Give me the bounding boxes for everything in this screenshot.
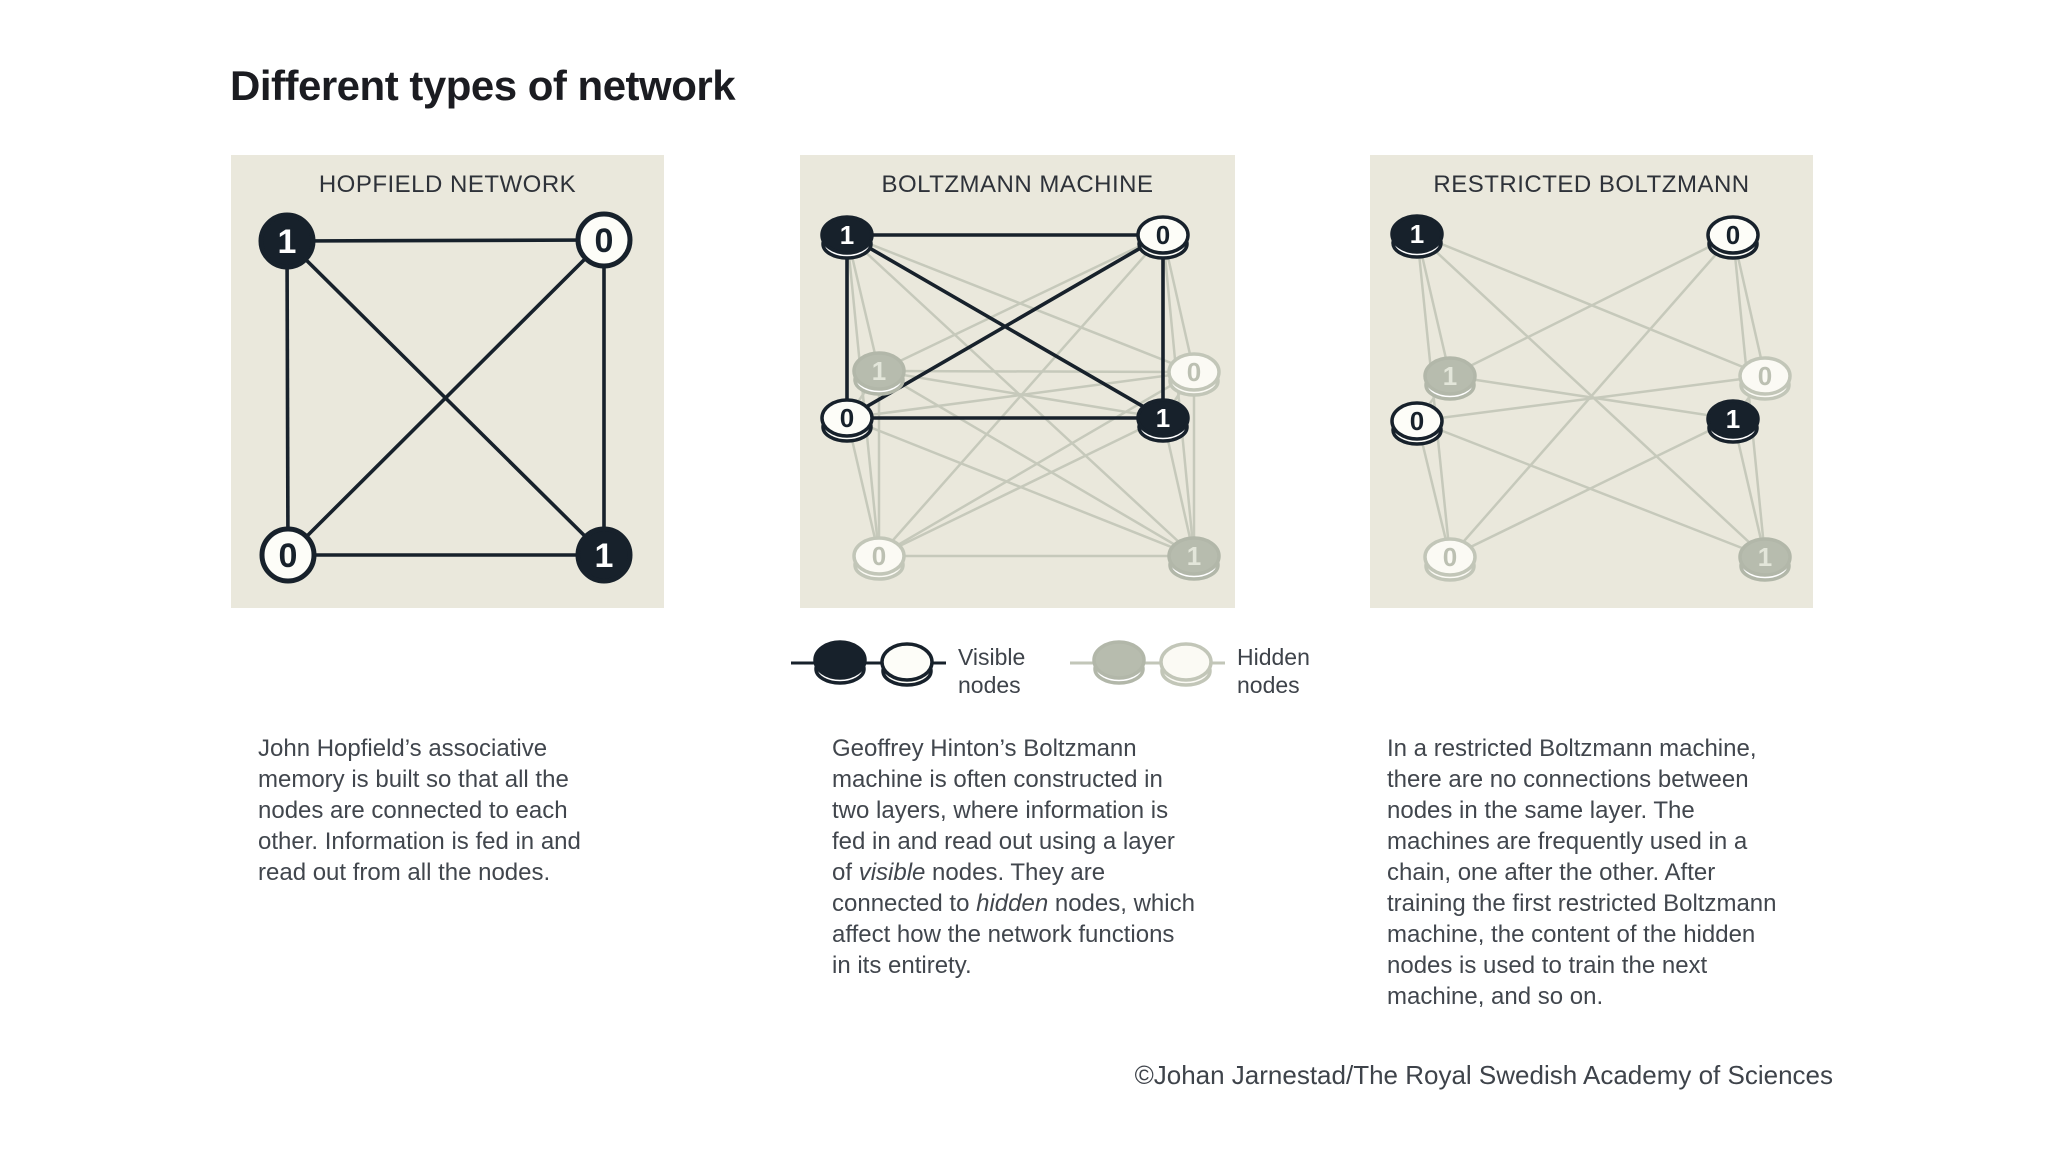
legend-label-visible: Visible nodes [958, 644, 1026, 698]
network-node-BL-visible-off: 0 [259, 526, 317, 584]
page-title: Different types of network [230, 62, 736, 109]
svg-text:0: 0 [1758, 361, 1772, 391]
hidden-nodes-icon [1070, 640, 1225, 687]
svg-text:1: 1 [1156, 403, 1170, 433]
network-edge-IR-BL [878, 370, 1195, 558]
network-edge-MR-BL [878, 416, 1164, 558]
svg-text:0: 0 [1187, 357, 1201, 387]
legend-coin-visible-off [880, 642, 934, 687]
panel-hopfield-title: HOPFIELD NETWORK [318, 171, 577, 198]
network-node-BL-hidden-off: 0 [1423, 537, 1477, 582]
legend-coin-visible-on [813, 640, 867, 685]
network-node-ML-visible-off: 0 [1390, 401, 1444, 446]
network-node-IR-hidden-off: 0 [1167, 352, 1221, 397]
panel-hopfield-network: HOPFIELD NETWORK 1 0 0 1 [231, 155, 664, 608]
svg-text:0: 0 [1410, 406, 1424, 436]
panel-boltzmann-title: BOLTZMANN MACHINE [881, 171, 1154, 198]
legend-coin-hidden-off [1159, 642, 1213, 687]
restricted-description: In a restricted Boltzmann machine,there … [1387, 735, 1777, 1010]
svg-text:1: 1 [1410, 219, 1424, 249]
svg-text:0: 0 [872, 541, 886, 571]
network-node-MR-visible-on: 1 [1136, 398, 1190, 443]
copyright-credit: ©Johan Jarnestad/The Royal Swedish Acade… [1134, 1060, 1833, 1090]
network-node-TR-visible-off: 0 [575, 211, 633, 269]
legend-item-visible-nodes: Visible nodes [791, 627, 1062, 701]
svg-text:0: 0 [1726, 220, 1740, 250]
network-node-ML-visible-off: 0 [820, 398, 874, 443]
network-node-IL-hidden-on: 1 [1423, 356, 1477, 401]
network-node-TL-visible-on: 1 [258, 212, 316, 270]
legend-label-hidden: Hidden nodes [1237, 644, 1310, 698]
svg-text:0: 0 [595, 222, 614, 260]
network-node-BR-hidden-on: 1 [1738, 537, 1792, 582]
svg-text:1: 1 [1726, 404, 1740, 434]
network-edge-TL-TR [286, 238, 605, 243]
network-node-MR-visible-on: 1 [1706, 399, 1760, 444]
svg-text:1: 1 [1187, 541, 1201, 571]
network-edge-MR-IL [1449, 374, 1734, 421]
network-edge-TR-BL [286, 238, 606, 557]
network-node-TL-visible-on: 1 [820, 215, 874, 260]
network-node-BR-visible-on: 1 [575, 526, 633, 584]
svg-text:0: 0 [279, 537, 298, 575]
network-edge-MR-IL [878, 369, 1164, 420]
svg-text:0: 0 [1156, 220, 1170, 250]
legend-item-hidden-nodes: Hidden nodes [1070, 627, 1341, 701]
hopfield-network-diagram: 1 0 0 1 [258, 211, 633, 584]
visible-nodes-icon [791, 640, 946, 687]
svg-text:1: 1 [595, 537, 614, 575]
panel-restricted-title: RESTRICTED BOLTZMANN [1433, 171, 1750, 198]
network-node-TR-visible-off: 0 [1706, 215, 1760, 260]
network-node-IR-hidden-off: 0 [1738, 356, 1792, 401]
svg-text:1: 1 [1443, 361, 1457, 391]
network-node-IL-hidden-on: 1 [852, 351, 906, 396]
svg-text:0: 0 [840, 403, 854, 433]
network-edge-IL-IR [878, 369, 1195, 374]
svg-text:1: 1 [872, 356, 886, 386]
network-edge-TR-IL [878, 233, 1164, 373]
network-node-TL-visible-on: 1 [1390, 214, 1444, 259]
svg-text:1: 1 [840, 220, 854, 250]
network-node-TR-visible-off: 0 [1136, 215, 1190, 260]
legend-coin-hidden-on [1092, 640, 1146, 685]
svg-text:1: 1 [1758, 542, 1772, 572]
network-edge-TR-IL [1449, 233, 1734, 378]
network-edge-TR-BL [1449, 234, 1734, 558]
network-node-BL-hidden-off: 0 [852, 536, 906, 581]
svg-text:0: 0 [1443, 542, 1457, 572]
network-edge-TL-BL [285, 240, 290, 556]
node-type-legend: Visible nodes Hidden nodes [791, 627, 1341, 701]
network-node-BR-hidden-on: 1 [1167, 536, 1221, 581]
network-edge-MR-BL [1449, 417, 1734, 559]
svg-text:1: 1 [278, 223, 297, 261]
